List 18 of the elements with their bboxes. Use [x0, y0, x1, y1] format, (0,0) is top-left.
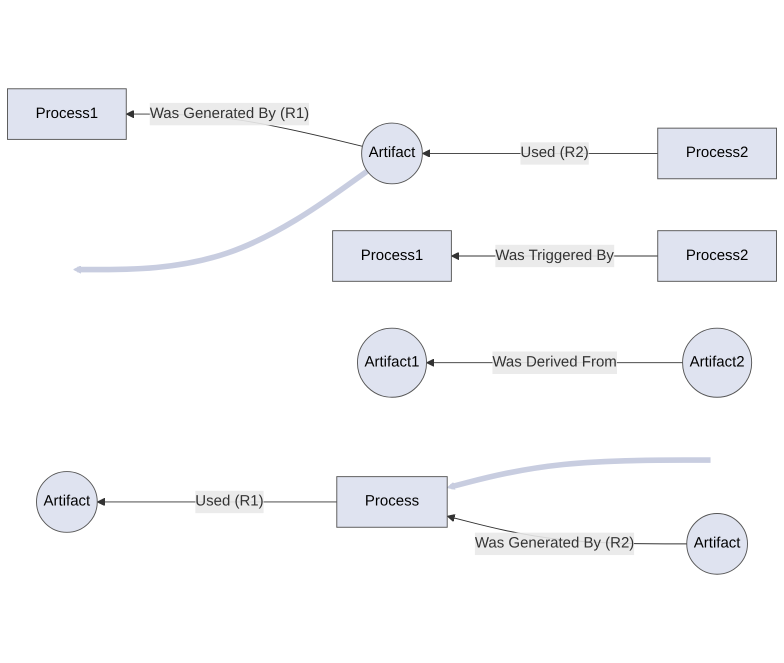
node-box: Process1: [7, 88, 127, 140]
node-box: Process: [336, 476, 448, 528]
node-box: Process1: [332, 230, 452, 282]
edge-label: Was Generated By (R2): [474, 535, 634, 552]
node-circle: Artifact: [686, 513, 748, 575]
node-box: Process2: [657, 128, 777, 180]
node-circle: Artifact: [361, 122, 423, 184]
edge-label: Was Triggered By: [495, 248, 614, 264]
edge-label: Was Generated By (R1): [150, 106, 310, 122]
edge-label: Used (R2): [520, 145, 589, 161]
edge-label: Was Derived From: [492, 354, 617, 370]
node-box: Process2: [657, 230, 777, 282]
node-circle: Artifact2: [682, 328, 752, 398]
edge-label: Used (R1): [195, 494, 264, 510]
node-circle: Artifact: [36, 471, 98, 533]
arrow: [73, 168, 369, 274]
node-circle: Artifact1: [357, 328, 427, 398]
arrow: [446, 457, 711, 490]
